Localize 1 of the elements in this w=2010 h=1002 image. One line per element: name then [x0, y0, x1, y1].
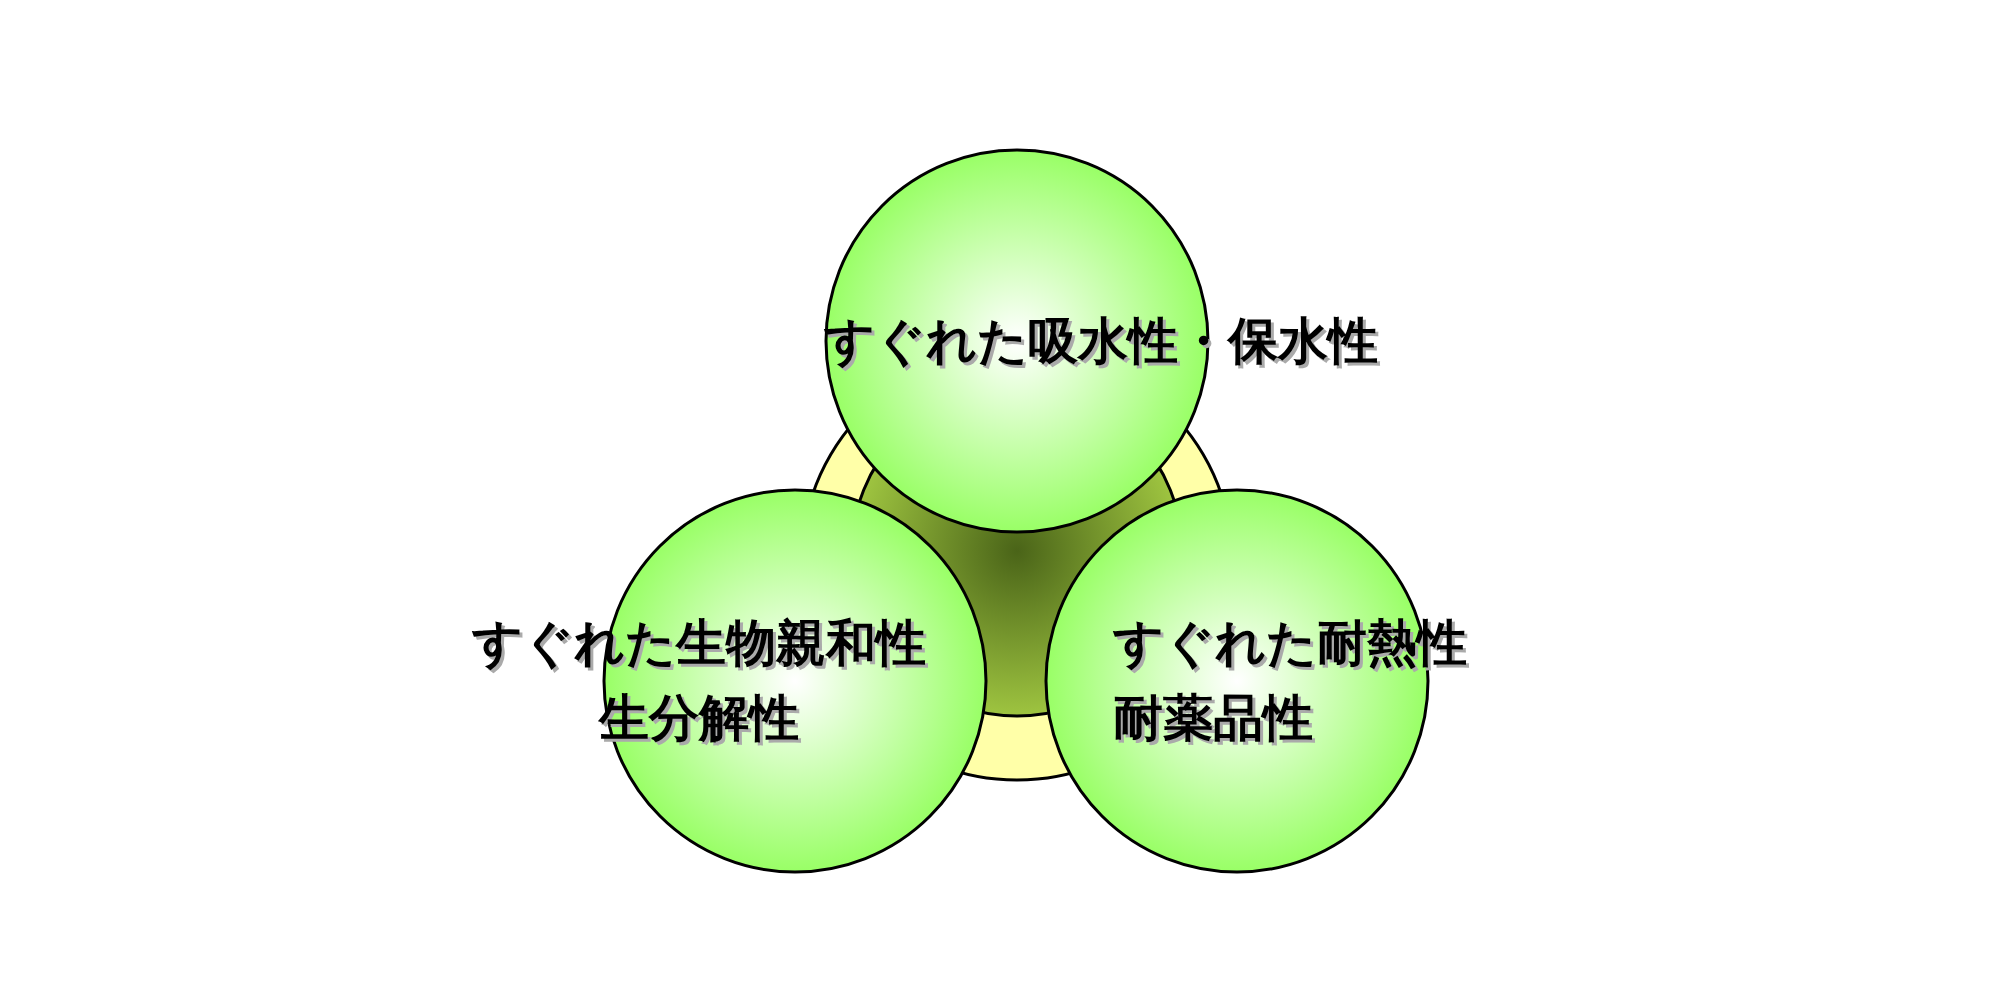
property-label: 耐薬品性: [1113, 689, 1313, 747]
